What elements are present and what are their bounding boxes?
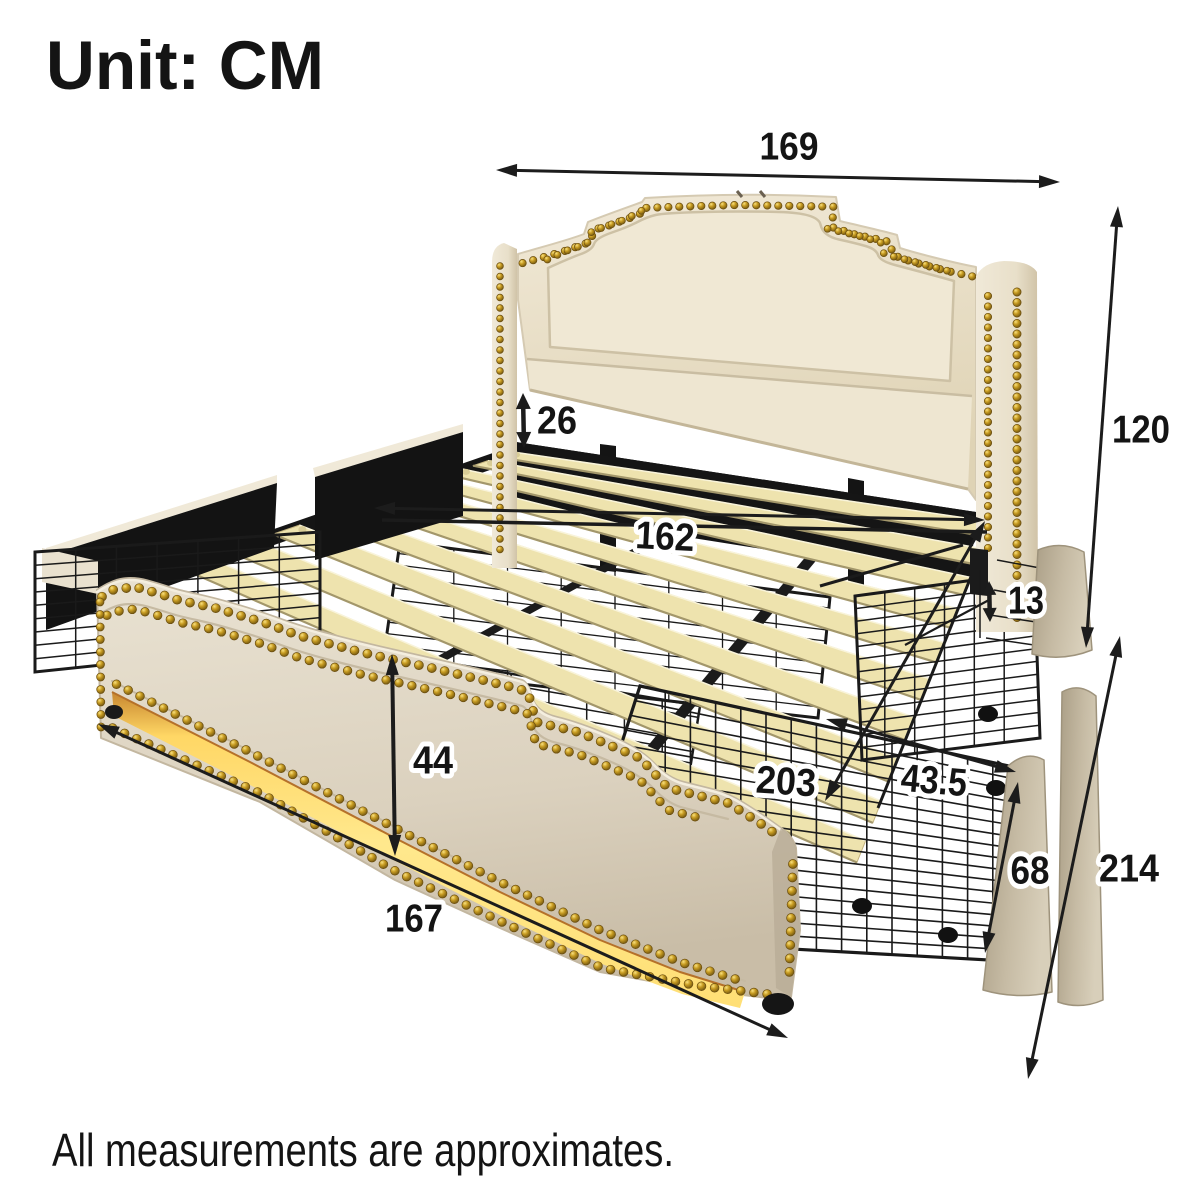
svg-text:All measurements are approxima: All measurements are approximates.	[52, 1124, 674, 1176]
svg-text:203: 203	[755, 758, 818, 805]
svg-text:43.5: 43.5	[899, 757, 968, 806]
svg-text:214: 214	[1099, 848, 1159, 891]
svg-text:120: 120	[1112, 409, 1170, 452]
svg-text:44: 44	[413, 740, 453, 783]
svg-text:162: 162	[634, 514, 695, 560]
svg-text:13: 13	[1008, 580, 1044, 623]
svg-text:68: 68	[1011, 850, 1050, 893]
svg-text:169: 169	[760, 126, 819, 169]
svg-text:26: 26	[537, 400, 577, 443]
svg-text:167: 167	[385, 898, 443, 941]
svg-text:Unit: CM: Unit: CM	[46, 27, 324, 104]
